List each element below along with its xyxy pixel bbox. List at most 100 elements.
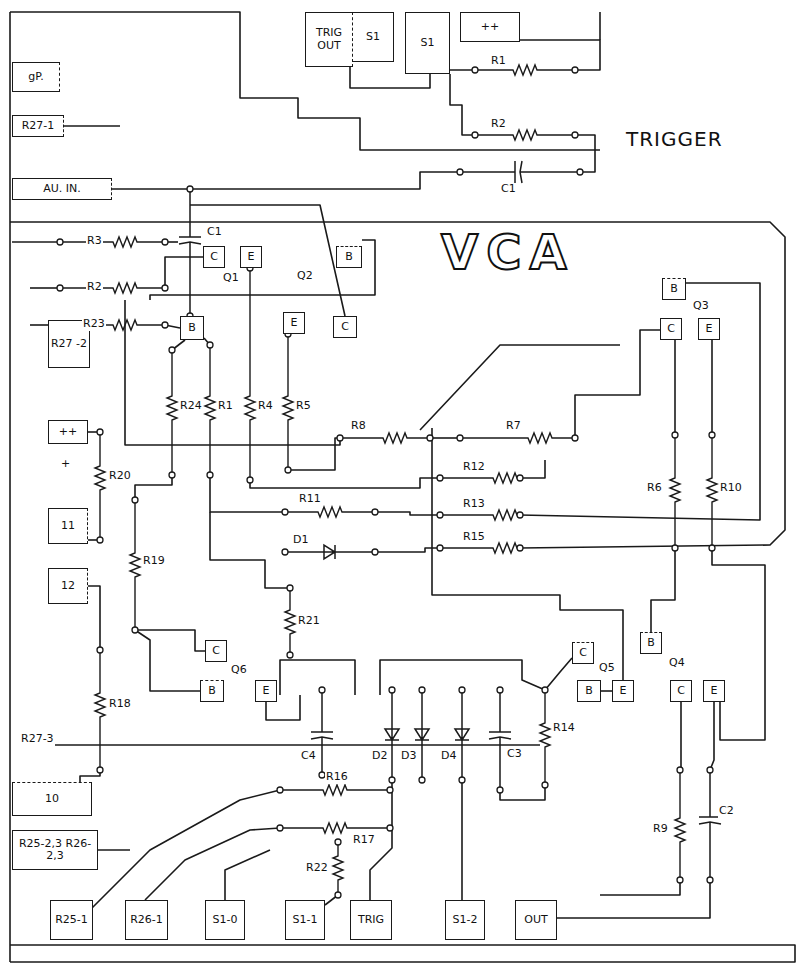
copper-trace <box>575 135 595 172</box>
part-label: R22 <box>305 862 329 875</box>
copper-trace <box>225 850 270 900</box>
part-label: R6 <box>646 482 663 495</box>
hole-group <box>57 67 715 898</box>
part-label: C3 <box>506 748 523 761</box>
copper-trace <box>710 702 714 770</box>
part-label: R24 <box>179 400 203 413</box>
copper-trace <box>651 548 675 632</box>
solder-hole <box>207 472 213 478</box>
copper-trace <box>380 660 545 695</box>
part-label: Q6 <box>230 664 248 677</box>
pad-box: C <box>333 316 357 338</box>
pad-box: B <box>180 316 204 340</box>
solder-hole <box>335 839 341 845</box>
solder-hole <box>287 652 293 658</box>
part-label: + <box>60 458 71 471</box>
solder-hole <box>97 429 103 435</box>
section-title: TRIGGER <box>625 128 724 151</box>
pad-box: TRIG OUT <box>305 12 353 67</box>
copper-trace <box>150 240 375 300</box>
resistor-symbol <box>95 432 105 540</box>
solder-hole <box>457 435 463 441</box>
resistor-symbol <box>280 823 390 833</box>
part-label: C2 <box>718 805 735 818</box>
copper-trace <box>135 475 172 500</box>
pad-label: C <box>209 250 219 264</box>
pad-label: R25-1 <box>54 913 89 927</box>
copper-trace <box>520 460 545 478</box>
pad-box: ++ <box>48 420 88 444</box>
resistor-symbol <box>440 543 520 553</box>
pad-label: S1-1 <box>292 913 319 927</box>
part-label: D3 <box>400 750 417 763</box>
pad-box: B <box>662 278 686 300</box>
copper-trace <box>599 12 601 40</box>
copper-trace <box>9 12 11 962</box>
copper-trace <box>375 512 440 515</box>
solder-hole <box>707 767 713 773</box>
pad-box: B <box>336 246 362 268</box>
copper-trace <box>601 690 612 692</box>
part-label: Q4 <box>668 657 686 670</box>
pad-label: 11 <box>60 519 76 533</box>
pad-box: C <box>203 246 225 268</box>
solder-hole <box>572 132 578 138</box>
pad-box: E <box>703 680 725 702</box>
solder-hole <box>707 877 713 883</box>
pad-label: S1-2 <box>452 913 479 927</box>
copper-trace <box>712 548 765 740</box>
pad-label: R27 -2 <box>50 337 88 351</box>
solder-hole <box>97 647 103 653</box>
pad-box: R26-1 <box>125 900 168 940</box>
solder-hole <box>577 169 583 175</box>
resistor-symbol <box>460 433 575 443</box>
resistor-symbol <box>167 350 177 475</box>
capacitor-symbol <box>489 690 511 790</box>
solder-hole <box>97 537 103 543</box>
copper-trace <box>461 780 463 900</box>
pad-box: C <box>572 642 594 664</box>
capacitor-group <box>179 161 721 880</box>
part-label: R2 <box>86 281 103 294</box>
solder-hole <box>419 777 425 783</box>
solder-hole <box>132 497 138 503</box>
copper-trace <box>575 330 660 438</box>
pad-label: B <box>584 684 594 698</box>
pad-box: gP. <box>12 62 60 92</box>
diode-symbol <box>415 690 429 780</box>
pad-label: 10 <box>44 792 60 806</box>
solder-hole <box>542 687 548 693</box>
copper-trace <box>10 945 795 962</box>
solder-hole <box>677 767 683 773</box>
copper-trace <box>450 74 475 135</box>
part-label: R16 <box>325 771 349 784</box>
solder-hole <box>497 787 503 793</box>
part-label: R12 <box>462 461 486 474</box>
pad-label: E <box>710 684 719 698</box>
solder-hole <box>335 892 341 898</box>
pad-label: R26-1 <box>129 913 164 927</box>
pad-label: C <box>340 320 350 334</box>
pad-box: S1-1 <box>285 900 325 940</box>
solder-hole <box>277 787 283 793</box>
solder-hole <box>709 432 715 438</box>
copper-trace <box>135 630 205 651</box>
pad-box: TRIG <box>350 900 392 940</box>
diode-symbol <box>455 690 469 780</box>
copper-trace <box>165 257 203 288</box>
resistor-symbol <box>333 842 343 895</box>
part-label: C4 <box>300 750 317 763</box>
pad-box: B <box>640 632 662 654</box>
solder-hole <box>337 435 343 441</box>
pad-label: B <box>646 636 656 650</box>
pad-box: B <box>200 680 224 702</box>
part-label: R15 <box>462 531 486 544</box>
copper-trace <box>545 658 572 690</box>
pad-box: R25-2,3 R26-2,3 <box>12 830 98 870</box>
solder-hole <box>437 545 443 551</box>
pad-label: E <box>262 684 271 698</box>
copper-trace <box>711 340 713 435</box>
pad-label: C <box>578 646 588 660</box>
